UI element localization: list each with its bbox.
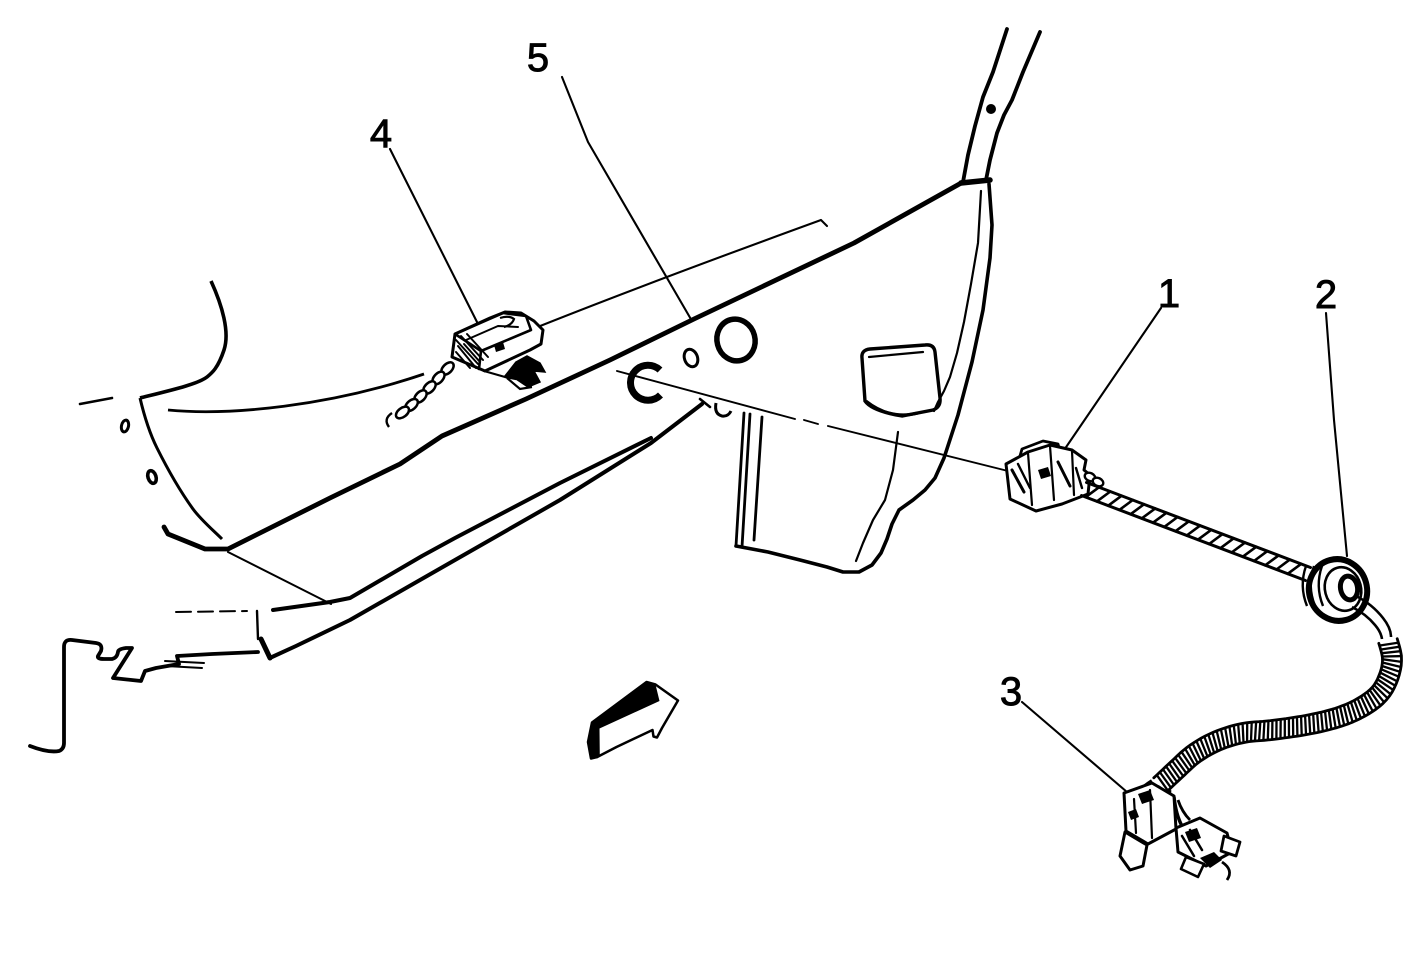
svg-text:5: 5 <box>527 36 549 80</box>
svg-text:4: 4 <box>370 112 392 156</box>
svg-text:2: 2 <box>1315 273 1337 317</box>
svg-text:1: 1 <box>1158 272 1180 316</box>
svg-text:3: 3 <box>1000 670 1022 714</box>
